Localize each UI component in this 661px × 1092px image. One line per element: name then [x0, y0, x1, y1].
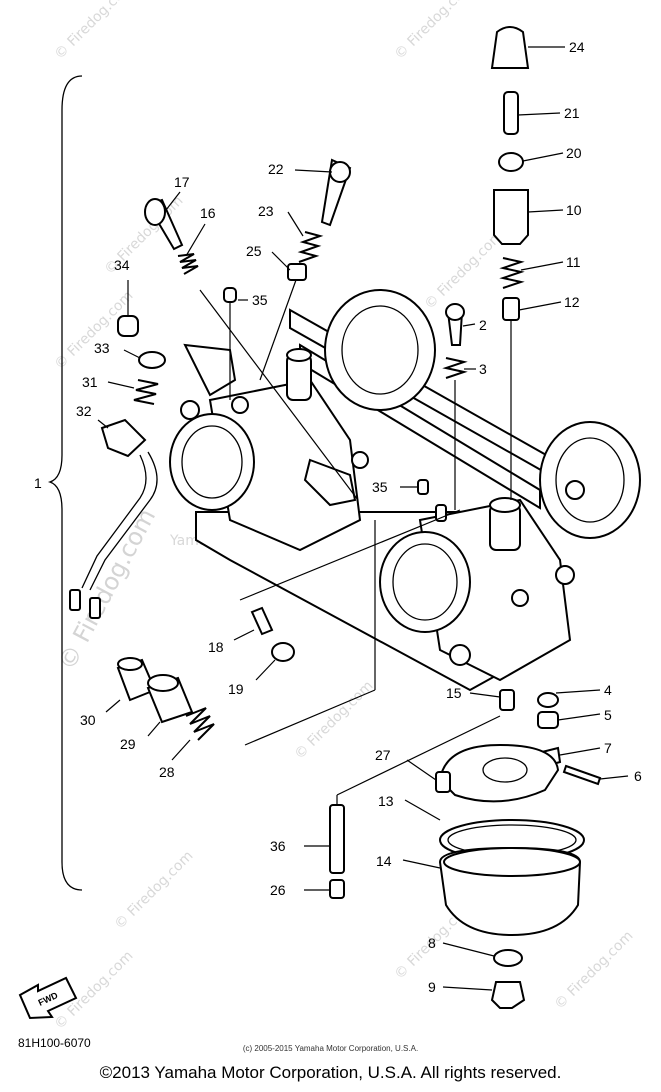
part-27-jet	[435, 771, 451, 793]
callout-19: 19	[228, 681, 244, 697]
part-33-washer	[138, 351, 166, 369]
watermark-small: © Firedog.com	[552, 928, 637, 1013]
callout-6: 6	[634, 768, 642, 784]
part-15-jet	[499, 689, 515, 711]
callout-8: 8	[428, 935, 436, 951]
callout-27: 27	[375, 747, 391, 763]
upper-left-parts	[69, 158, 352, 619]
callout-18: 18	[208, 639, 224, 655]
part-28-spring	[185, 707, 215, 741]
small-copyright: (c) 2005-2015 Yamaha Motor Corporation, …	[242, 1044, 419, 1053]
callout-30: 30	[80, 712, 96, 728]
watermark-small: © Firedog.com	[392, 0, 477, 63]
callout-35-upper: 35	[252, 292, 268, 308]
callout-16: 16	[200, 205, 216, 221]
part-34-cap	[117, 315, 139, 337]
float	[438, 743, 560, 803]
callout-20: 20	[566, 145, 582, 161]
callout-23: 23	[258, 203, 274, 219]
part-32-fitting	[100, 418, 147, 458]
part-5-screw	[537, 711, 559, 729]
part-23-spring	[297, 231, 324, 263]
fwd-arrow-icon: FWD	[18, 976, 78, 1020]
carburetor-body	[169, 289, 641, 692]
callout-10: 10	[566, 202, 582, 218]
part-25-collar	[287, 263, 307, 281]
part-11-spring	[499, 257, 525, 289]
callout-31: 31	[82, 374, 98, 390]
callout-11: 11	[566, 254, 581, 270]
callout-17: 17	[174, 174, 190, 190]
callout-36: 36	[270, 838, 286, 854]
part-31-spring	[133, 379, 159, 405]
callout-7: 7	[604, 740, 612, 756]
callout-35-lower: 35	[372, 479, 388, 495]
callout-29: 29	[120, 736, 136, 752]
callout-22: 22	[268, 161, 284, 177]
part-10-body	[493, 189, 529, 245]
watermark-small: © Firedog.com	[422, 228, 507, 313]
fuel-hose	[89, 451, 158, 591]
footer-copyright: ©2013 Yamaha Motor Corporation, U.S.A. A…	[99, 1063, 562, 1082]
part-24-cap	[490, 26, 530, 69]
callout-33: 33	[94, 340, 110, 356]
part-35-plug	[223, 287, 237, 303]
callout-13: 13	[378, 793, 394, 809]
watermark-small: © Firedog.com	[52, 0, 137, 63]
callout-26: 26	[270, 882, 286, 898]
callout-34: 34	[114, 257, 130, 273]
lower-left-parts	[116, 657, 215, 741]
callout-4: 4	[604, 682, 612, 698]
callout-24: 24	[569, 39, 585, 55]
part-12-needle	[502, 297, 520, 321]
callout-21: 21	[564, 105, 580, 121]
part-36-tube	[329, 804, 345, 874]
part-8-washer	[493, 949, 523, 967]
part-19-washer	[271, 642, 295, 662]
part-9-plug	[490, 981, 526, 1009]
assembly-bracket	[47, 75, 83, 891]
part-18-pin	[250, 606, 274, 636]
part-26-jet	[329, 879, 345, 899]
top-stack-parts	[490, 26, 530, 500]
part-20-nut	[498, 152, 524, 172]
callout-14: 14	[376, 853, 392, 869]
watermark-large: © Firedog.com	[53, 504, 162, 675]
part-6-pin	[562, 764, 602, 786]
callout-32: 32	[76, 403, 92, 419]
watermark-small: © Firedog.com	[112, 848, 197, 933]
part-3-spring	[442, 357, 468, 379]
callout-2: 2	[479, 317, 487, 333]
callout-12: 12	[564, 294, 580, 310]
diagram-code: 81H100-6070	[18, 1036, 91, 1050]
part-16-spring	[177, 253, 199, 275]
callout-9: 9	[428, 979, 436, 995]
callout-5: 5	[604, 707, 612, 723]
part-4-washer	[537, 692, 559, 708]
leader-lines	[97, 46, 629, 991]
float-bowl-parts	[329, 689, 602, 1009]
callout-3: 3	[479, 361, 487, 377]
callout-1: 1	[34, 475, 42, 491]
callout-25: 25	[246, 243, 262, 259]
part-35-plug-2	[417, 479, 429, 495]
part-21-fitting	[503, 91, 519, 135]
callout-15: 15	[446, 685, 462, 701]
callout-28: 28	[159, 764, 175, 780]
callout-labels: 24 21 20 10 11 12 2 3 22 23 25 17 16 34 …	[34, 39, 642, 995]
